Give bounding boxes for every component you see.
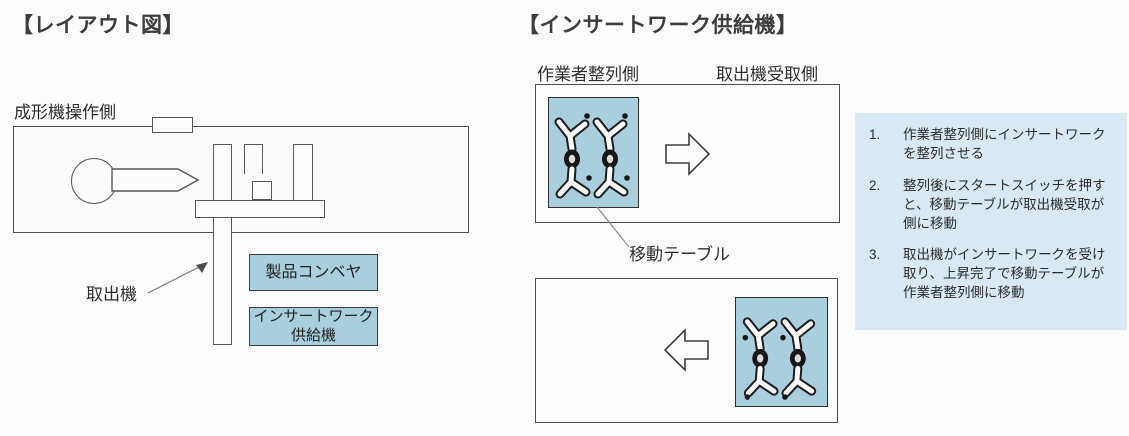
step-item-3: 3. 取出機がインサートワークを受け取り、上昇完了で移動テーブルが作業者整列側に… bbox=[869, 246, 1117, 303]
insert-feeder-label-line1: インサートワーク bbox=[253, 307, 374, 325]
machine-top-fixture bbox=[152, 117, 193, 133]
step-number: 2. bbox=[869, 177, 881, 193]
insert-feeder-box: インサートワーク 供給機 bbox=[249, 307, 378, 346]
extractor-vertical-bar bbox=[213, 144, 232, 345]
insert-feeder-label-line2: 供給機 bbox=[290, 326, 336, 344]
step-item-1: 1. 作業者整列側にインサートワークを整列させる bbox=[869, 126, 1117, 164]
extractor-horizontal-bar bbox=[195, 200, 325, 218]
injection-unit-circle bbox=[71, 158, 117, 204]
step-text: 取出機がインサートワークを受け取り、上昇完了で移動テーブルが作業者整列側に移動 bbox=[903, 247, 1106, 301]
layout-section-title: 【レイアウト図】 bbox=[12, 14, 184, 37]
extractor-pointer-arrow bbox=[147, 262, 208, 294]
moving-table-pointer-line bbox=[596, 206, 630, 248]
feeder-section-title: 【インサートワーク供給機】 bbox=[518, 14, 798, 37]
insert-work-parts bbox=[742, 317, 817, 400]
moving-table-top bbox=[548, 97, 639, 208]
molding-machine-side-label: 成形機操作側 bbox=[14, 103, 116, 122]
move-right-arrow bbox=[665, 132, 711, 176]
injection-screw-arrow bbox=[111, 168, 200, 192]
extractor-label: 取出機 bbox=[86, 285, 137, 304]
step-item-2: 2. 整列後にスタートスイッチを押すと、移動テーブルが取出機受取が側に移動 bbox=[869, 177, 1117, 234]
clamp-block-small bbox=[252, 181, 272, 200]
step-text: 整列後にスタートスイッチを押すと、移動テーブルが取出機受取が側に移動 bbox=[903, 177, 1106, 231]
moving-table-label: 移動テーブル bbox=[629, 245, 730, 264]
clamp-bar-middle bbox=[244, 144, 263, 174]
steps-panel: 1. 作業者整列側にインサートワークを整列させる 2. 整列後にスタートスイッチ… bbox=[855, 113, 1127, 330]
insert-work-parts bbox=[554, 113, 630, 199]
product-conveyor-box: 製品コンベヤ bbox=[249, 254, 378, 291]
clamp-bar-right bbox=[293, 144, 313, 201]
product-conveyor-label: 製品コンベヤ bbox=[265, 263, 362, 281]
moving-table-bottom bbox=[735, 297, 828, 407]
extractor-side-label: 取出機受取側 bbox=[716, 65, 818, 84]
step-number: 1. bbox=[869, 127, 881, 142]
worker-side-label: 作業者整列側 bbox=[537, 65, 639, 84]
step-text: 作業者整列側にインサートワークを整列させる bbox=[903, 127, 1106, 161]
step-number: 3. bbox=[869, 247, 881, 263]
move-left-arrow bbox=[663, 328, 709, 372]
